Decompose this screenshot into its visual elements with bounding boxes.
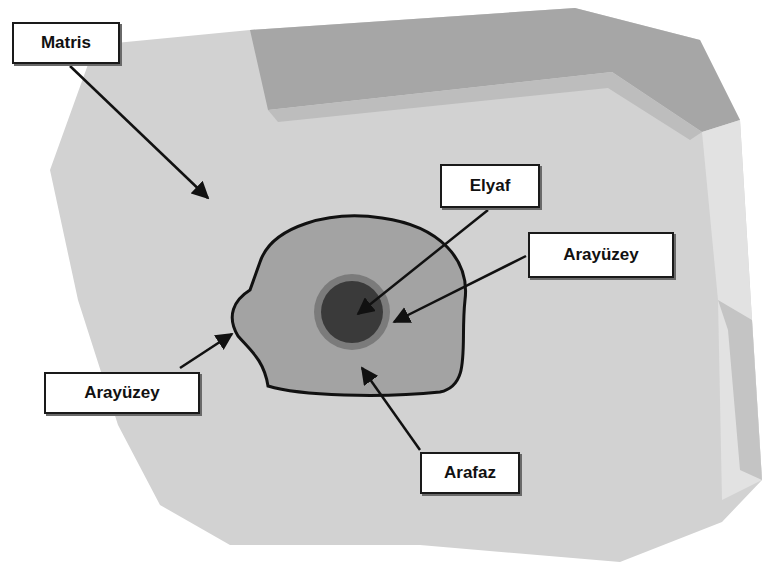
interphase-region (232, 216, 465, 395)
part-label: Elyaf (470, 176, 511, 196)
leader-arrow (70, 66, 208, 198)
part-label: Matris (41, 33, 91, 53)
part-label: Arayüzey (563, 245, 639, 265)
leader-arrow (358, 210, 488, 314)
label-box: Elyaf (440, 164, 540, 208)
part-label: Arafaz (444, 463, 496, 483)
matrix-right-face (702, 120, 762, 500)
label-box: Matris (12, 22, 120, 64)
label-box: Arayüzey (528, 232, 674, 278)
part-label: Arayüzey (84, 383, 160, 403)
matrix-top-bevel (268, 72, 702, 140)
label-box: Arafaz (420, 452, 520, 494)
leader-arrow (394, 256, 526, 322)
leader-arrow (180, 334, 232, 368)
leader-arrow (362, 368, 420, 450)
label-box: Arayüzey (44, 372, 200, 414)
matrix-right-bevel (718, 300, 762, 480)
fiber (321, 281, 383, 343)
matrix-block (50, 8, 762, 562)
fiber-interface (314, 274, 390, 350)
